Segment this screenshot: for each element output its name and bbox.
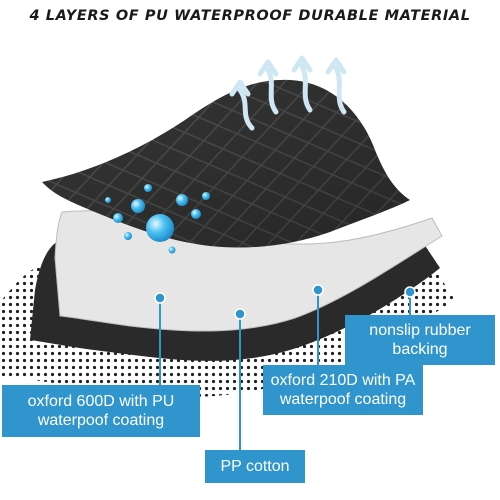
leader-lines <box>159 290 411 450</box>
water-drop-icon <box>131 199 145 213</box>
water-drop-icon <box>146 214 174 242</box>
callout-oxford-600d: oxford 600D with PU waterpoof coating <box>2 385 200 437</box>
callout-line: oxford 600D with PU <box>27 393 175 410</box>
airflow-arrow-icon <box>291 55 313 113</box>
callout-line: backing <box>392 341 448 358</box>
leader-dots <box>154 284 416 320</box>
water-drop-icon <box>105 197 111 203</box>
water-drop-icon <box>176 194 188 206</box>
callout-oxford-210d: oxford 210D with PA waterpoof coating <box>263 365 423 415</box>
airflow-arrow-icon <box>257 59 279 115</box>
callout-line: waterpoof coating <box>279 391 407 408</box>
airflow-arrow-icon <box>229 79 255 131</box>
leader-dot-icon <box>312 284 324 296</box>
water-drop-icon <box>168 246 176 254</box>
leader-dot-icon <box>234 308 246 320</box>
airflow-arrow-icon <box>325 57 347 115</box>
water-drop-icon <box>144 184 152 192</box>
water-drop-icon <box>124 232 132 240</box>
leader-dot-icon <box>404 286 416 298</box>
airflow-arrows <box>229 55 347 131</box>
callout-line: nonslip rubber <box>369 322 471 339</box>
water-drop-icon <box>191 209 201 219</box>
callout-line: waterpoof coating <box>37 412 165 429</box>
headline: 4 LAYERS OF PU WATERPROOF DURABLE MATERI… <box>29 8 471 24</box>
water-drop-icon <box>113 213 123 223</box>
water-droplets <box>105 184 210 254</box>
leader-dot-icon <box>154 292 166 304</box>
callout-line: oxford 210D with PA <box>270 372 416 389</box>
water-drop-icon <box>202 192 210 200</box>
callout-rubber-backing: nonslip rubber backing <box>345 315 495 365</box>
callout-pp-cotton: PP cotton <box>205 450 305 483</box>
callout-line: PP cotton <box>220 458 290 475</box>
